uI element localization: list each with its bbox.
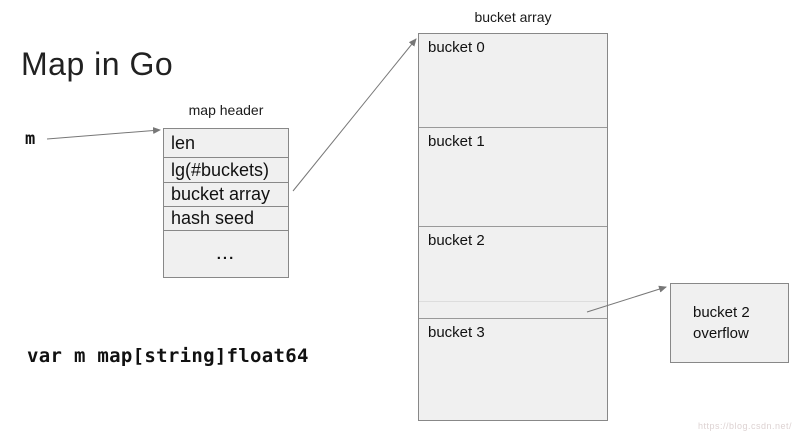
page-title: Map in Go xyxy=(21,46,174,82)
map-header-caption: map header xyxy=(188,102,264,118)
bucket-array-caption: bucket array xyxy=(474,9,552,25)
bucket-0-cell: bucket 0 xyxy=(419,34,607,128)
map-header-row-lg-buckets: lg(#buckets) xyxy=(164,158,288,183)
bucket-2-cell: bucket 2 xyxy=(428,232,485,249)
bucket-2-overflow-slot xyxy=(419,301,607,319)
map-header-row-len: len xyxy=(164,129,288,158)
map-header-row-hash-seed: hash seed xyxy=(164,207,288,231)
map-header-row-ellipsis: ... xyxy=(216,245,236,263)
bucket-1-cell: bucket 1 xyxy=(419,128,607,227)
var-m-label: m xyxy=(25,129,36,149)
watermark-text: https://blog.csdn.net/ xyxy=(697,421,792,431)
arrow-header-to-bucket-array xyxy=(292,38,417,192)
code-snippet: var m map[string]float64 xyxy=(27,345,309,367)
map-header-box: len lg(#buckets) bucket array hash seed … xyxy=(163,128,289,278)
bucket-2-overflow-box: bucket 2 overflow xyxy=(670,283,789,363)
overflow-box-line2: overflow xyxy=(693,325,749,342)
bucket-3-cell: bucket 3 xyxy=(428,324,485,341)
overflow-box-line1: bucket 2 xyxy=(693,304,750,321)
arrow-m-to-map-header xyxy=(46,127,161,140)
map-header-row-bucket-array: bucket array xyxy=(164,183,288,207)
bucket-array-box: bucket 0 bucket 1 bucket 2 bucket 3 xyxy=(418,33,608,421)
